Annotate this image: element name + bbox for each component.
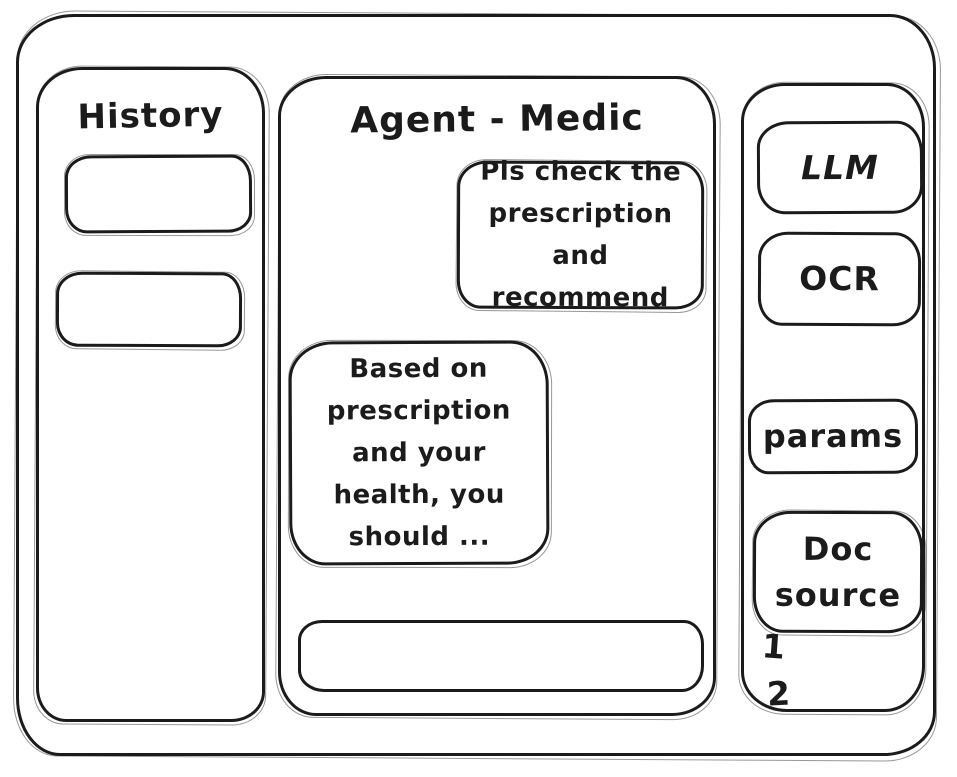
chat-title: Agent - Medic [349, 97, 645, 142]
params-button[interactable]: params [747, 398, 919, 475]
tools-panel: LLM OCR params Doc source 1 2 [741, 83, 925, 714]
agent-message-text: Based on prescription and your health, y… [326, 353, 511, 553]
annotation-2: 2 [765, 673, 792, 714]
message-input[interactable] [301, 623, 701, 689]
history-title: History [77, 94, 224, 138]
history-item-1[interactable] [64, 154, 253, 234]
doc-source-button[interactable]: Doc source [752, 510, 924, 634]
app-frame: History Agent - Medic Pls check the pres… [16, 14, 936, 756]
ocr-button[interactable]: OCR [757, 231, 922, 327]
user-message-text: Pls check the prescription and recommend [480, 156, 682, 314]
message-input-bar[interactable] [298, 620, 704, 692]
history-panel: History [36, 67, 265, 722]
user-message-bubble: Pls check the prescription and recommend [456, 156, 705, 313]
agent-message-bubble: Based on prescription and your health, y… [288, 340, 550, 566]
history-item-2[interactable] [55, 271, 243, 348]
llm-button[interactable]: LLM [756, 120, 924, 215]
annotation-1: 1 [760, 626, 788, 667]
chat-panel: Agent - Medic Pls check the prescription… [278, 76, 716, 716]
